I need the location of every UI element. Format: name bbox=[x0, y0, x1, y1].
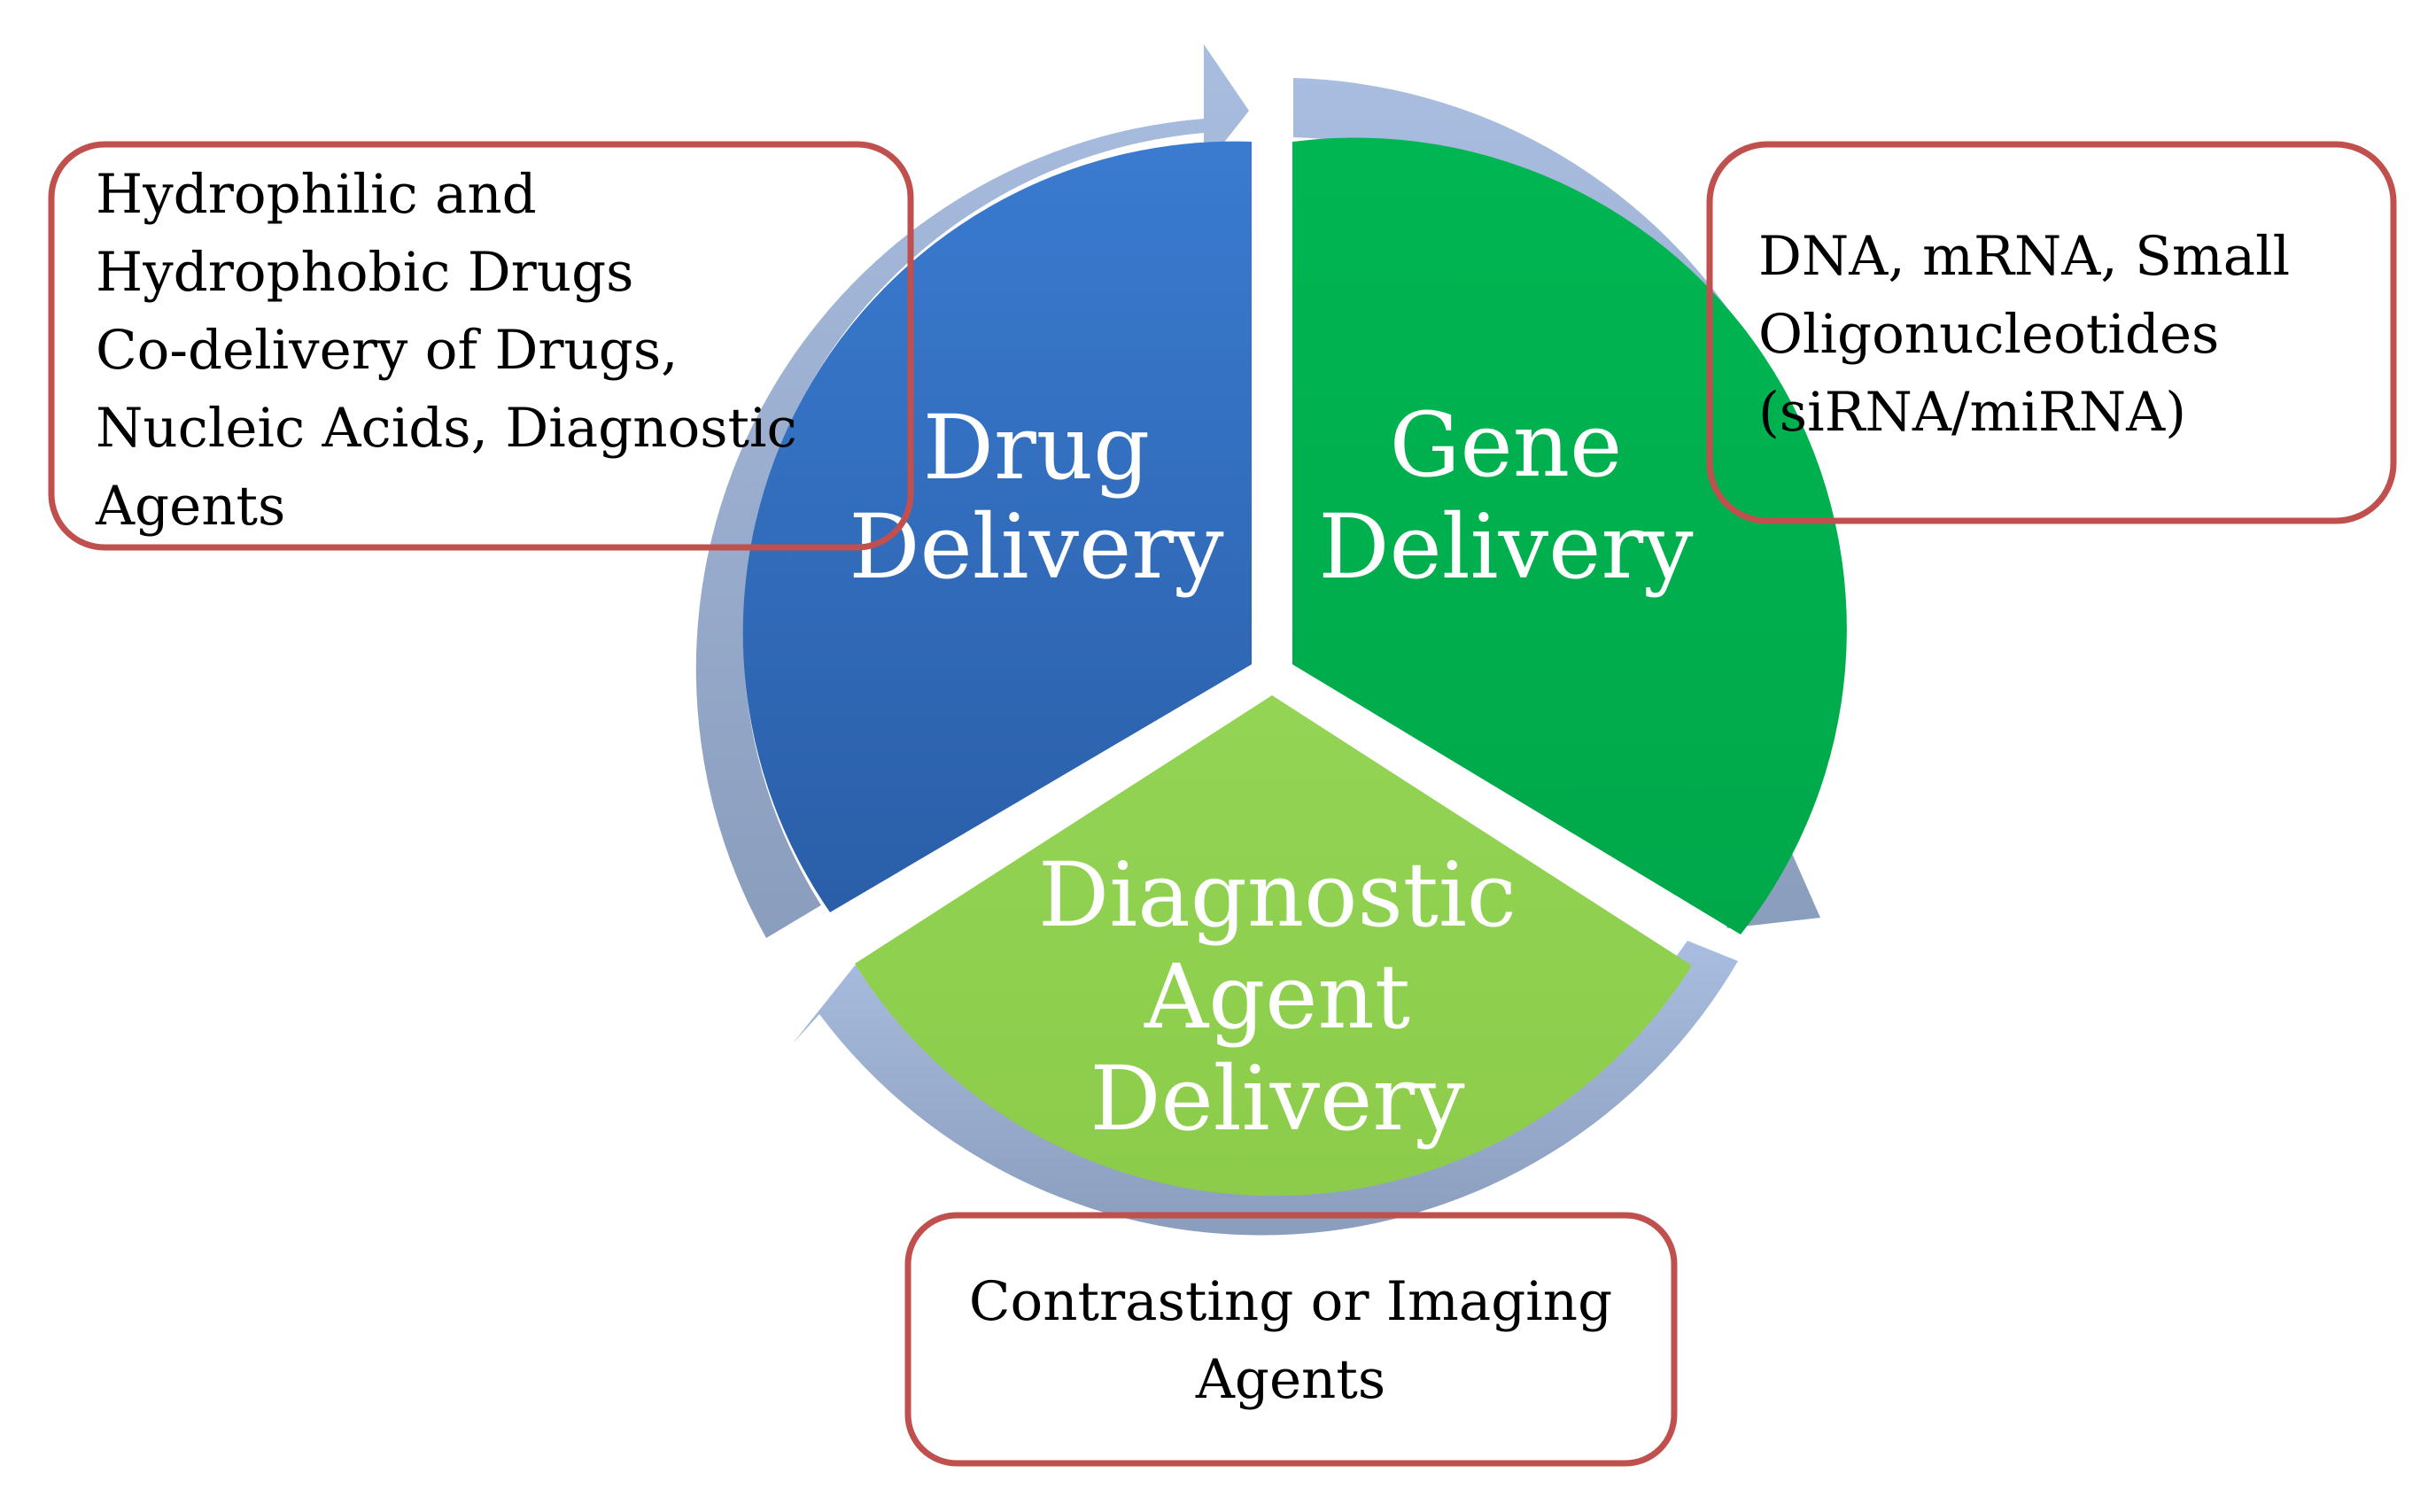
callout-diagnostic-line2: Agents bbox=[1195, 1348, 1385, 1411]
callout-gene-line1: DNA, mRNA, Small bbox=[1758, 225, 2290, 288]
drug-delivery-segment bbox=[742, 141, 1252, 912]
drug-delivery-label-line1: Drug bbox=[923, 396, 1150, 500]
callout-diagnostic-line1: Contrasting or Imaging bbox=[969, 1270, 1612, 1333]
arrow-to-drug-delivery bbox=[695, 44, 1249, 938]
callout-drug-line5: Agents bbox=[95, 475, 285, 538]
callout-drug: Hydrophilic and Hydrophobic Drugs Co-del… bbox=[48, 141, 914, 551]
diagnostic-delivery-label-line3: Delivery bbox=[1090, 1047, 1465, 1151]
diagnostic-agent-delivery-segment bbox=[855, 695, 1692, 1197]
gene-delivery-label-line2: Delivery bbox=[1318, 495, 1694, 599]
arrow-to-diagnostic-delivery bbox=[793, 941, 1738, 1236]
diagnostic-delivery-label-line2: Agent bbox=[1144, 945, 1410, 1049]
segment-labels: Drug Delivery Gene Delivery Diagnostic A… bbox=[849, 393, 1694, 1151]
callout-drug-line3: Co-delivery of Drugs, bbox=[96, 319, 679, 382]
callout-drug-line1: Hydrophilic and bbox=[96, 163, 537, 226]
callout-diagnostic-box bbox=[904, 1212, 1678, 1467]
callout-drug-line4: Nucleic Acids, Diagnostic bbox=[96, 397, 797, 460]
callout-gene-line3: (siRNA/miRNA) bbox=[1758, 381, 2186, 444]
callout-diagnostic: Contrasting or Imaging Agents bbox=[904, 1212, 1678, 1467]
callout-gene-box bbox=[1706, 141, 2397, 524]
gene-delivery-label-line1: Gene bbox=[1390, 393, 1623, 497]
drug-delivery-label-line2: Delivery bbox=[849, 495, 1224, 599]
callout-drug-box bbox=[48, 141, 914, 551]
callout-drug-line2: Hydrophobic Drugs bbox=[96, 241, 633, 304]
callout-gene-line2: Oligonucleotides bbox=[1758, 303, 2219, 366]
callout-gene: DNA, mRNA, Small Oligonucleotides (siRNA… bbox=[1706, 141, 2397, 524]
diagnostic-delivery-label-line1: Diagnostic bbox=[1038, 843, 1517, 947]
